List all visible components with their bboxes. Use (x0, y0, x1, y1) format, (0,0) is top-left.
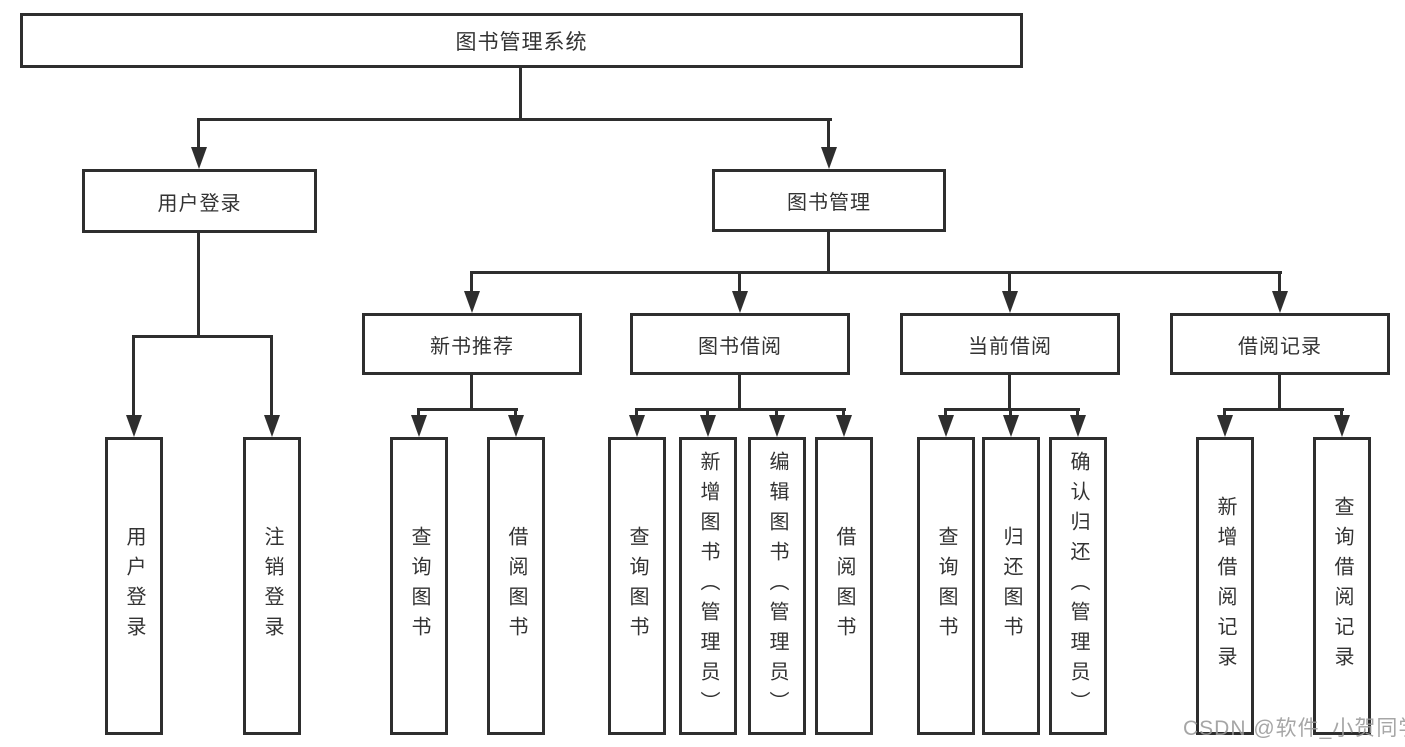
arrowhead (769, 415, 785, 437)
connector-line (1009, 408, 1012, 419)
connector-line (1076, 408, 1079, 419)
leaf-borrow-books: 借阅图书 (815, 437, 873, 735)
arrowhead (700, 415, 716, 437)
connector-line (635, 408, 638, 419)
connector-line (1223, 408, 1344, 411)
connector-line (842, 408, 845, 419)
leaf-return-books: 归还图书 (982, 437, 1040, 735)
leaf-query-books-current-label: 查询图书 (935, 526, 957, 646)
leaf-query-books-borrow-label: 查询图书 (626, 526, 648, 646)
connector-line (132, 335, 273, 338)
leaf-confirm-return-admin-label: 确认归还（管理员） (1067, 451, 1089, 721)
arrowhead (732, 291, 748, 313)
leaf-add-borrow-record: 新增借阅记录 (1196, 437, 1254, 735)
leaf-edit-books-admin-label: 编辑图书（管理员） (766, 451, 788, 721)
connector-line (470, 375, 473, 411)
connector-line (827, 231, 830, 274)
arrowhead (1002, 291, 1018, 313)
csdn-watermark: CSDN @软件_小贺同学 (1183, 717, 1405, 740)
leaf-borrow-books-recommend-label: 借阅图书 (505, 526, 527, 646)
node-user-login: 用户登录 (82, 169, 317, 233)
arrowhead (1070, 415, 1086, 437)
connector-line (944, 408, 1080, 411)
connector-line (197, 233, 200, 338)
arrowhead (464, 291, 480, 313)
leaf-return-books-label: 归还图书 (1000, 526, 1022, 646)
leaf-user-login: 用户登录 (105, 437, 163, 735)
arrowhead (1003, 415, 1019, 437)
leaf-borrow-books-label: 借阅图书 (833, 526, 855, 646)
leaf-add-books-admin-label: 新增图书（管理员） (697, 451, 719, 721)
connector-line (706, 408, 709, 419)
connector-line (944, 408, 947, 419)
arrowhead (938, 415, 954, 437)
connector-line (270, 335, 273, 418)
connector-line (470, 271, 1282, 274)
arrowhead (836, 415, 852, 437)
arrowhead (821, 147, 837, 169)
arrowhead (1217, 415, 1233, 437)
leaf-confirm-return-admin: 确认归还（管理员） (1049, 437, 1107, 735)
connector-line (1340, 408, 1343, 419)
node-borrowing-records: 借阅记录 (1170, 313, 1390, 375)
connector-line (775, 408, 778, 419)
leaf-query-borrow-record: 查询借阅记录 (1313, 437, 1371, 735)
arrowhead (191, 147, 207, 169)
leaf-add-borrow-record-label: 新增借阅记录 (1214, 496, 1236, 676)
connector-line (1223, 408, 1226, 419)
leaf-query-books-current: 查询图书 (917, 437, 975, 735)
arrowhead (411, 415, 427, 437)
arrowhead (1272, 291, 1288, 313)
node-book-management: 图书管理 (712, 169, 946, 232)
leaf-edit-books-admin: 编辑图书（管理员） (748, 437, 806, 735)
node-book-borrowing: 图书借阅 (630, 313, 850, 375)
leaf-logout-label: 注销登录 (261, 526, 283, 646)
connector-line (197, 118, 200, 151)
leaf-query-books-recommend: 查询图书 (390, 437, 448, 735)
arrowhead (1334, 415, 1350, 437)
leaf-user-login-label: 用户登录 (123, 526, 145, 646)
connector-line (1278, 375, 1281, 411)
node-new-book-recommendation: 新书推荐 (362, 313, 582, 375)
connector-line (738, 375, 741, 411)
connector-line (417, 408, 420, 419)
leaf-query-borrow-record-label: 查询借阅记录 (1331, 496, 1353, 676)
leaf-add-books-admin: 新增图书（管理员） (679, 437, 737, 735)
connector-line (470, 271, 473, 294)
connector-line (1008, 271, 1011, 294)
arrowhead (629, 415, 645, 437)
arrowhead (508, 415, 524, 437)
leaf-borrow-books-recommend: 借阅图书 (487, 437, 545, 735)
connector-line (519, 68, 522, 121)
connector-line (738, 271, 741, 294)
connector-line (1278, 271, 1281, 294)
connector-line (635, 408, 846, 411)
leaf-logout: 注销登录 (243, 437, 301, 735)
connector-line (132, 335, 135, 418)
arrowhead (126, 415, 142, 437)
node-current-borrowing: 当前借阅 (900, 313, 1120, 375)
connector-line (417, 408, 518, 411)
connector-line (197, 118, 832, 121)
connector-line (1008, 375, 1011, 411)
connector-line (514, 408, 517, 419)
arrowhead (264, 415, 280, 437)
leaf-query-books-recommend-label: 查询图书 (408, 526, 430, 646)
node-book-management-system: 图书管理系统 (20, 13, 1023, 68)
leaf-query-books-borrow: 查询图书 (608, 437, 666, 735)
connector-line (827, 118, 830, 151)
